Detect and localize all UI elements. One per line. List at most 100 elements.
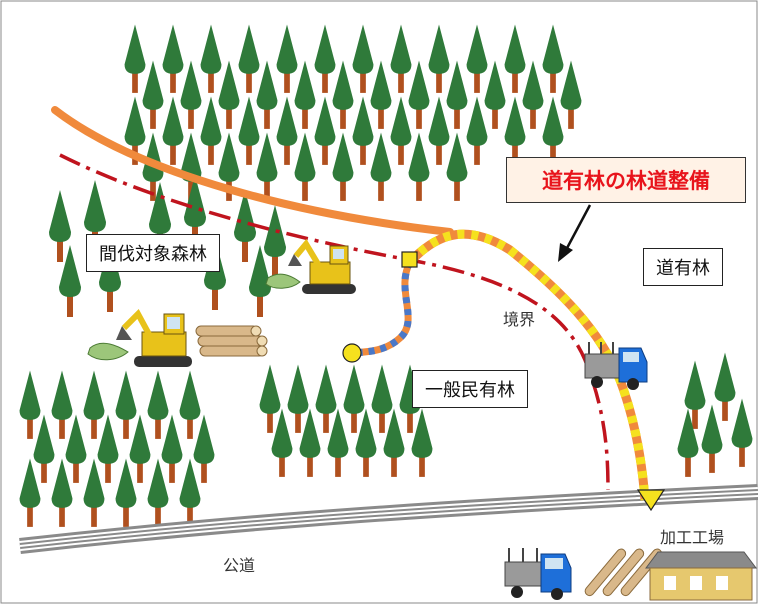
branch-strip-road [351, 260, 414, 357]
conifer-tree-icon [238, 24, 260, 93]
conifer-tree-icon [51, 458, 73, 527]
conifer-tree-icon [446, 60, 468, 129]
conifer-tree-icon [408, 60, 430, 129]
conifer-tree-icon [193, 414, 215, 483]
conifer-tree-icon [218, 60, 240, 129]
conifer-tree-icon [428, 24, 450, 93]
conifer-tree-icon [352, 24, 374, 93]
log-pile-icon [195, 325, 268, 357]
conifer-tree-icon [352, 96, 374, 165]
conifer-tree-icon [142, 60, 164, 129]
conifer-tree-icon [332, 132, 354, 201]
conifer-tree-icon [180, 60, 202, 129]
conifer-tree-icon [343, 364, 365, 433]
conifer-tree-icon [299, 408, 321, 477]
conifer-tree-icon [83, 458, 105, 527]
conifer-tree-icon [256, 132, 278, 201]
logging-truck-icon [584, 342, 648, 390]
conifer-tree-icon [560, 60, 582, 129]
conifer-tree-icon [162, 24, 184, 93]
conifer-tree-icon [542, 96, 564, 165]
forest-right [677, 352, 753, 477]
conifer-tree-icon [33, 414, 55, 483]
conifer-tree-icon [542, 24, 564, 93]
boundary-line [59, 153, 610, 491]
conifer-tree-icon [466, 24, 488, 93]
conifer-tree-icon [484, 60, 506, 129]
conifer-tree-icon [115, 458, 137, 527]
callout-arrow [558, 204, 592, 262]
thinning-forest-label: 間伐対象森林 [86, 234, 220, 272]
conifer-tree-icon [327, 408, 349, 477]
conifer-tree-icon [51, 370, 73, 439]
conifer-tree-icon [264, 205, 286, 277]
private-forest-label: 一般民有林 [412, 370, 528, 408]
conifer-tree-icon [97, 414, 119, 483]
conifer-tree-icon [370, 60, 392, 129]
forest-bottom-left [19, 370, 215, 527]
new-forest-road [406, 229, 650, 501]
conifer-tree-icon [504, 24, 526, 93]
conifer-tree-icon [390, 96, 412, 165]
conifer-tree-icon [355, 408, 377, 477]
junction-square-icon [401, 251, 418, 268]
conifer-tree-icon [446, 132, 468, 201]
processing-plant-label: 加工工場 [660, 528, 725, 547]
conifer-tree-icon [179, 370, 201, 439]
conifer-tree-icon [383, 408, 405, 477]
conifer-tree-icon [466, 96, 488, 165]
conifer-tree-icon [115, 370, 137, 439]
conifer-tree-icon [314, 96, 336, 165]
conifer-tree-icon [294, 60, 316, 129]
conifer-tree-icon [83, 370, 105, 439]
conifer-tree-icon [200, 96, 222, 165]
conifer-tree-icon [124, 24, 146, 93]
public-road-label: 公道 [223, 556, 256, 575]
state-forest-label: 道有林 [643, 248, 723, 286]
boundary-label: 境界 [503, 310, 536, 329]
conifer-tree-icon [256, 60, 278, 129]
conifer-tree-icon [714, 352, 736, 421]
conifer-tree-icon [19, 370, 41, 439]
logging-truck-icon [504, 548, 572, 600]
conifer-tree-icon [161, 414, 183, 483]
conifer-tree-icon [408, 132, 430, 201]
conifer-tree-icon [200, 24, 222, 93]
conifer-tree-icon [49, 190, 71, 262]
conifer-tree-icon [287, 364, 309, 433]
conifer-tree-icon [315, 364, 337, 433]
conifer-tree-icon [147, 370, 169, 439]
existing-forest-road [51, 106, 454, 236]
excavator-icon [265, 238, 356, 294]
conifer-tree-icon [147, 458, 169, 527]
conifer-tree-icon [314, 24, 336, 93]
conifer-tree-icon [19, 458, 41, 527]
conifer-tree-icon [370, 132, 392, 201]
public-road [19, 484, 758, 554]
conifer-tree-icon [390, 24, 412, 93]
conifer-tree-icon [65, 414, 87, 483]
title-callout: 道有林の林道整備 [506, 157, 746, 203]
factory-icon [645, 551, 757, 601]
conifer-tree-icon [731, 398, 753, 467]
conifer-tree-icon [271, 408, 293, 477]
forest-bottom-mid [259, 364, 433, 477]
conifer-tree-icon [522, 60, 544, 129]
conifer-tree-icon [276, 96, 298, 165]
conifer-tree-icon [179, 458, 201, 527]
conifer-tree-icon [332, 60, 354, 129]
conifer-tree-icon [701, 404, 723, 473]
conifer-tree-icon [411, 408, 433, 477]
start-point-circle-icon [342, 343, 362, 363]
conifer-tree-icon [238, 96, 260, 165]
conifer-tree-icon [259, 364, 281, 433]
conifer-tree-icon [428, 96, 450, 165]
excavator-icon [87, 309, 192, 367]
conifer-tree-icon [276, 24, 298, 93]
conifer-tree-icon [129, 414, 151, 483]
conifer-tree-icon [371, 364, 393, 433]
conifer-tree-icon [504, 96, 526, 165]
end-point-triangle-icon [636, 489, 666, 512]
